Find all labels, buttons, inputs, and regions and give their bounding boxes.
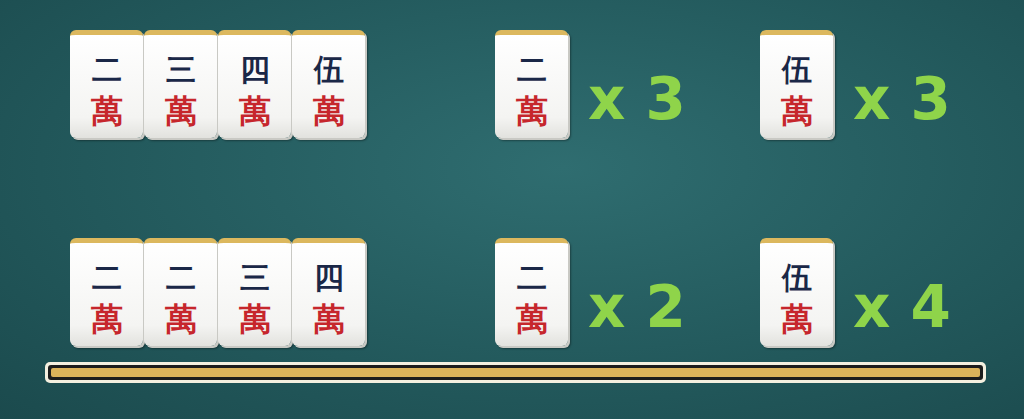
tile-suit: 萬 <box>495 95 568 127</box>
tile-suit: 萬 <box>70 95 143 127</box>
count-label: x 2 <box>588 278 686 336</box>
mahjong-tile: 二萬 <box>70 238 143 346</box>
bar-rim <box>45 362 986 383</box>
tile-suit: 萬 <box>70 303 143 335</box>
tile-number: 伍 <box>760 55 833 85</box>
tile-number: 三 <box>144 55 217 85</box>
count-label: x 3 <box>853 70 951 128</box>
bar-border <box>48 365 983 380</box>
mahjong-tile: 三萬 <box>218 238 291 346</box>
tile-number: 二 <box>144 263 217 293</box>
mahjong-tile: 四萬 <box>218 30 291 138</box>
mahjong-tile: 四萬 <box>292 238 365 346</box>
tile-suit: 萬 <box>760 95 833 127</box>
tile-suit: 萬 <box>292 303 365 335</box>
tile-number: 二 <box>70 55 143 85</box>
count-label: x 3 <box>588 70 686 128</box>
mahjong-tile: 二萬 <box>495 30 568 138</box>
tile-suit: 萬 <box>218 303 291 335</box>
mahjong-tile: 二萬 <box>144 238 217 346</box>
tile-number: 伍 <box>760 263 833 293</box>
mahjong-tile: 伍萬 <box>292 30 365 138</box>
tile-suit: 萬 <box>144 95 217 127</box>
tile-suit: 萬 <box>292 95 365 127</box>
mahjong-tile: 二萬 <box>70 30 143 138</box>
tile-suit: 萬 <box>144 303 217 335</box>
tile-number: 二 <box>70 263 143 293</box>
tile-number: 伍 <box>292 55 365 85</box>
mahjong-tile: 伍萬 <box>760 30 833 138</box>
tile-number: 三 <box>218 263 291 293</box>
tile-suit: 萬 <box>760 303 833 335</box>
mahjong-tile: 伍萬 <box>760 238 833 346</box>
tile-number: 二 <box>495 263 568 293</box>
tile-suit: 萬 <box>218 95 291 127</box>
mahjong-tile: 二萬 <box>495 238 568 346</box>
tile-number: 四 <box>292 263 365 293</box>
gold-bar <box>51 368 980 377</box>
tile-number: 四 <box>218 55 291 85</box>
mahjong-tile: 三萬 <box>144 30 217 138</box>
tile-number: 二 <box>495 55 568 85</box>
count-label: x 4 <box>853 278 951 336</box>
tile-suit: 萬 <box>495 303 568 335</box>
